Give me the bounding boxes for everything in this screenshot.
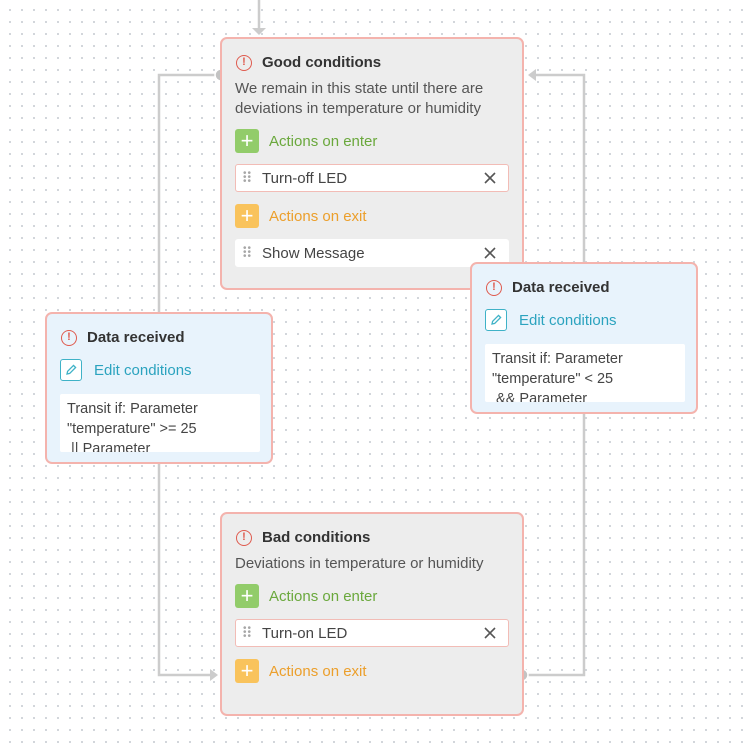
transition-bad-to-good[interactable]: ! Data received Edit conditions Transit …	[470, 262, 698, 414]
add-exit-action-label: Actions on exit	[269, 662, 367, 680]
transition-title: Data received	[87, 329, 185, 346]
close-icon[interactable]	[480, 171, 500, 185]
edit-icon	[60, 359, 82, 381]
state-header: ! Good conditions	[236, 54, 381, 71]
state-title: Bad conditions	[262, 529, 371, 546]
condition-text: Transit if: Parameter "temperature" >= 2…	[67, 401, 198, 452]
add-enter-action-label: Actions on enter	[269, 132, 378, 150]
warning-icon: !	[236, 529, 252, 546]
state-bad-conditions[interactable]: ! Bad conditions Deviations in temperatu…	[220, 512, 524, 716]
edit-conditions-button[interactable]: Edit conditions	[485, 309, 617, 331]
transition-good-to-bad[interactable]: ! Data received Edit conditions Transit …	[45, 312, 273, 464]
drag-handle-icon[interactable]: ••••••	[243, 243, 253, 262]
state-good-conditions[interactable]: ! Good conditions We remain in this stat…	[220, 37, 524, 290]
add-exit-action-button[interactable]: + Actions on exit	[235, 204, 367, 228]
action-item[interactable]: •••••• Turn-off LED	[235, 164, 509, 192]
add-enter-action-label: Actions on enter	[269, 587, 378, 605]
condition-box: Transit if: Parameter "temperature" < 25…	[485, 344, 685, 402]
close-icon[interactable]	[480, 626, 500, 640]
add-exit-action-label: Actions on exit	[269, 207, 367, 225]
state-header: ! Bad conditions	[236, 529, 370, 546]
arrow-head-into-bad	[210, 669, 218, 681]
plus-icon: +	[235, 204, 259, 228]
warning-icon: !	[486, 279, 502, 296]
add-enter-action-button[interactable]: + Actions on enter	[235, 129, 377, 153]
close-icon[interactable]	[480, 246, 500, 260]
action-label: Show Message	[262, 244, 365, 262]
edit-conditions-label: Edit conditions	[519, 311, 617, 329]
edit-icon	[485, 309, 507, 331]
plus-icon: +	[235, 584, 259, 608]
transition-title: Data received	[512, 279, 610, 296]
warning-icon: !	[236, 54, 252, 71]
state-description: We remain in this state until there are …	[235, 80, 484, 117]
drag-handle-icon[interactable]: ••••••	[243, 168, 253, 187]
condition-box: Transit if: Parameter "temperature" >= 2…	[60, 394, 260, 452]
edit-conditions-button[interactable]: Edit conditions	[60, 359, 192, 381]
condition-text: Transit if: Parameter "temperature" < 25…	[492, 351, 623, 402]
plus-icon: +	[235, 129, 259, 153]
action-label: Turn-off LED	[262, 169, 348, 187]
entry-arrow-head	[252, 28, 266, 35]
add-exit-action-button[interactable]: + Actions on exit	[235, 659, 367, 683]
action-item[interactable]: •••••• Show Message	[235, 239, 509, 267]
state-title: Good conditions	[262, 54, 382, 71]
action-label: Turn-on LED	[262, 624, 348, 642]
drag-handle-icon[interactable]: ••••••	[243, 623, 253, 642]
arrow-head-into-good	[528, 69, 536, 81]
edit-conditions-label: Edit conditions	[94, 361, 192, 379]
transition-header: ! Data received	[61, 329, 185, 346]
transition-header: ! Data received	[486, 279, 610, 296]
plus-icon: +	[235, 659, 259, 683]
add-enter-action-button[interactable]: + Actions on enter	[235, 584, 377, 608]
state-description: Deviations in temperature or humidity	[235, 555, 484, 572]
action-item[interactable]: •••••• Turn-on LED	[235, 619, 509, 647]
warning-icon: !	[61, 329, 77, 346]
